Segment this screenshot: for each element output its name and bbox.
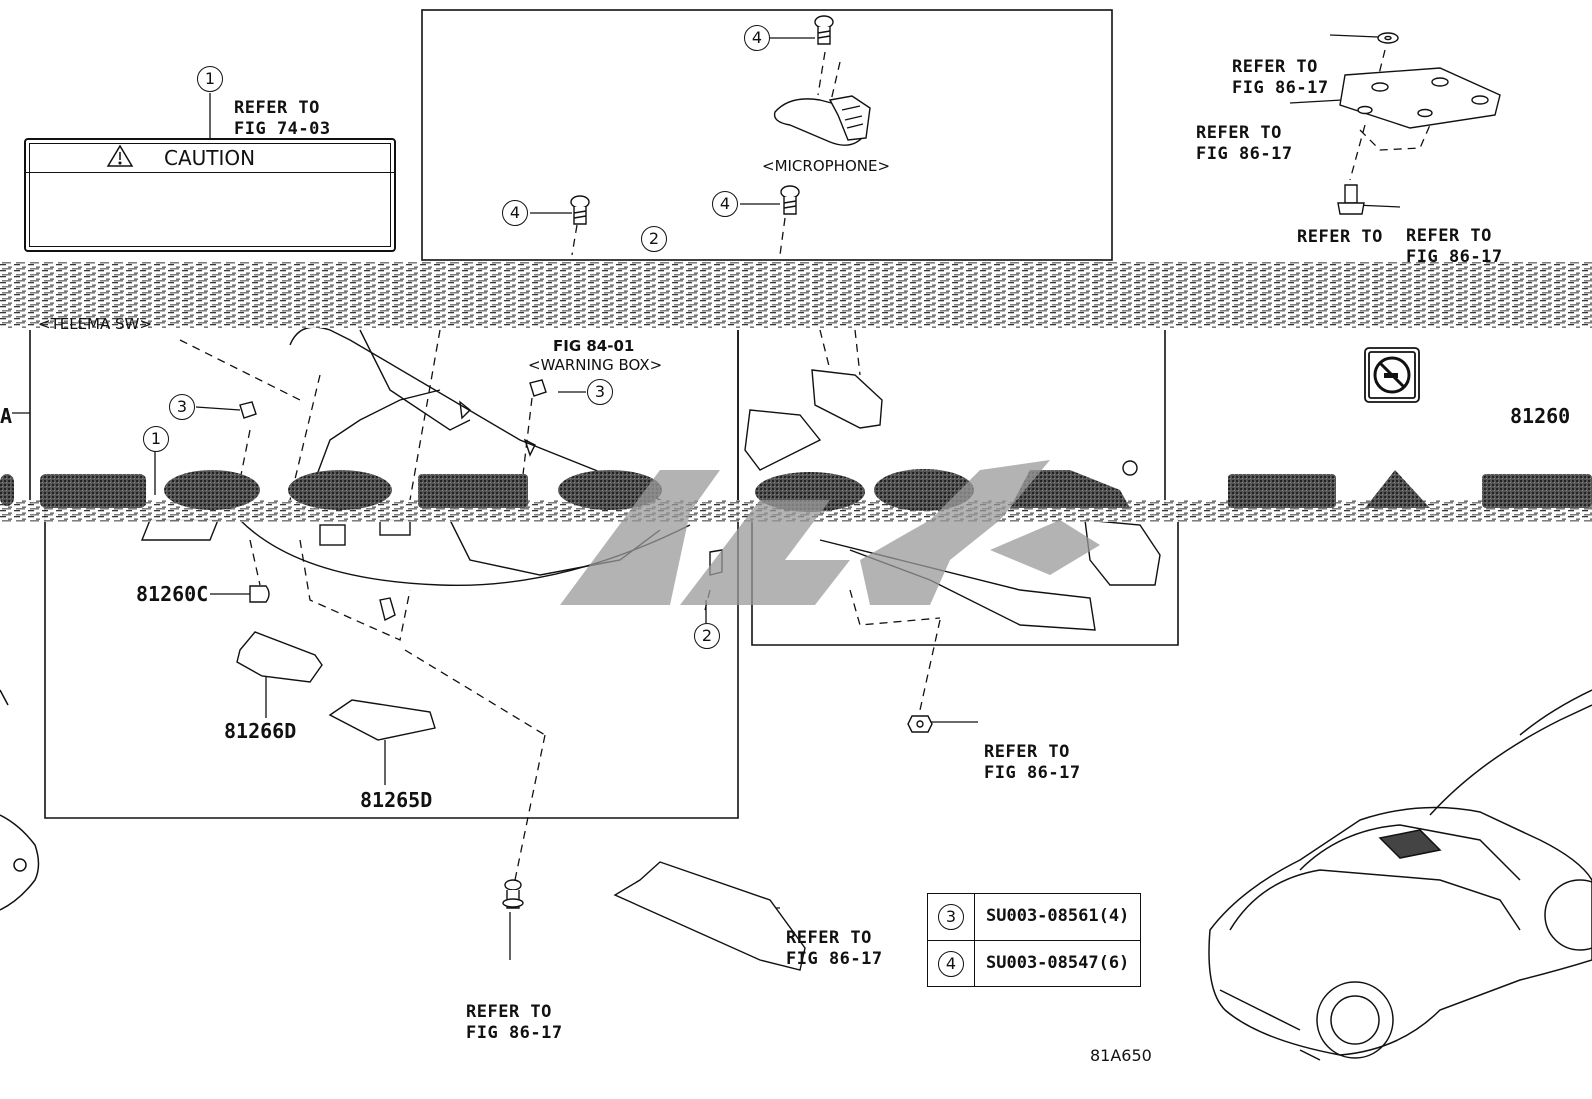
- warning-box-label: <WARNING BOX>: [528, 356, 663, 374]
- callout-1: 1: [197, 66, 223, 92]
- car-partial-left: [0, 689, 40, 911]
- callout-2: 2: [694, 623, 720, 649]
- panel-frames: [29, 9, 1179, 819]
- washer-icon: [1377, 32, 1399, 44]
- legend-row: 3 SU003-08561(4): [928, 894, 1140, 940]
- scan-noise-band: [0, 262, 1592, 522]
- fig-84-01-label: FIG 84-01: [553, 337, 635, 355]
- center-top-frame: [421, 9, 1113, 261]
- microphone-part: [773, 95, 871, 146]
- microphone-label: <MICROPHONE>: [762, 157, 891, 175]
- bulb-81260c: [249, 585, 270, 603]
- diagram-code: 81A650: [1090, 1046, 1152, 1065]
- fastener-legend-table: 3 SU003-08561(4) 4 SU003-08547(6): [927, 893, 1141, 987]
- callout-1: 1: [143, 426, 169, 452]
- legend-row: 4 SU003-08547(6): [928, 940, 1140, 987]
- legend-callout: 3: [938, 904, 964, 930]
- caution-text: CAUTION: [164, 146, 256, 170]
- lens-81265d: [328, 699, 436, 741]
- caution-triangle-icon: [106, 144, 134, 167]
- part-81260c-label: 81260C: [136, 582, 209, 606]
- clip-icon-2: [529, 379, 547, 397]
- part-81266d-label: 81266D: [224, 719, 297, 743]
- watermark-logo: [560, 460, 1100, 605]
- part-81265d-label: 81265D: [360, 788, 433, 812]
- caution-label-box: CAUTION: [24, 138, 396, 252]
- screw-icon-3: [780, 185, 800, 215]
- callout-3: 3: [169, 394, 195, 420]
- part-81260-label: 81260: [1510, 404, 1571, 428]
- nut-icon: [907, 715, 933, 733]
- car-silhouette-icon: [1208, 689, 1592, 1061]
- map-lamp-assembly: [613, 369, 1161, 971]
- lens-81266d: [236, 631, 323, 683]
- legend-part-number: SU003-08547(6): [986, 953, 1130, 973]
- callout-4: 4: [712, 191, 738, 217]
- edge-a-label: A: [0, 404, 13, 428]
- legend-callout: 4: [938, 951, 964, 977]
- screw-icon-2: [570, 195, 590, 225]
- no-smoking-icon: [1364, 347, 1420, 403]
- bolt-icon: [1337, 184, 1365, 215]
- clip-icon-1: [239, 401, 257, 419]
- screw-icon-4: [502, 879, 524, 909]
- callout-4: 4: [502, 200, 528, 226]
- callout-3: 3: [587, 379, 613, 405]
- bracket-part: [1339, 67, 1501, 129]
- legend-part-number: SU003-08561(4): [986, 906, 1130, 926]
- callout-4: 4: [744, 25, 770, 51]
- screw-icon-1: [814, 15, 834, 45]
- refer-top-4: REFER TO: [1297, 227, 1383, 247]
- telema-sw-label: <TELEMA SW>: [38, 315, 152, 333]
- callout-2: 2: [641, 226, 667, 252]
